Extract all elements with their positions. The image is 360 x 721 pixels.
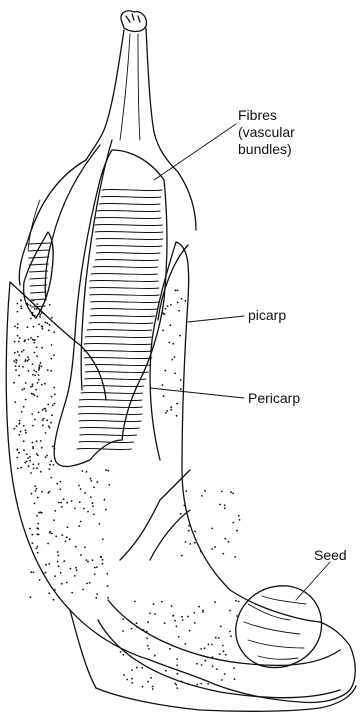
label-seed: Seed: [314, 547, 347, 563]
seed: [236, 586, 322, 668]
seed-pointer: [296, 562, 330, 600]
label-fibres-line1: Fibres: [238, 107, 277, 123]
epicarp-pointer: [188, 316, 244, 322]
fruit-skin: [6, 242, 356, 711]
inner-pulp: [24, 150, 167, 466]
label-fibres-line3: bundles): [238, 141, 292, 157]
label-fibres-line2: (vascular: [238, 124, 295, 140]
fruit-stalk: [86, 11, 178, 172]
label-pericarp: Pericarp: [248, 390, 300, 406]
fibres-pointer: [154, 124, 236, 180]
skin-texture: [13, 290, 240, 690]
label-epicarp: picarp: [248, 307, 286, 323]
label-pointers: [150, 124, 330, 600]
